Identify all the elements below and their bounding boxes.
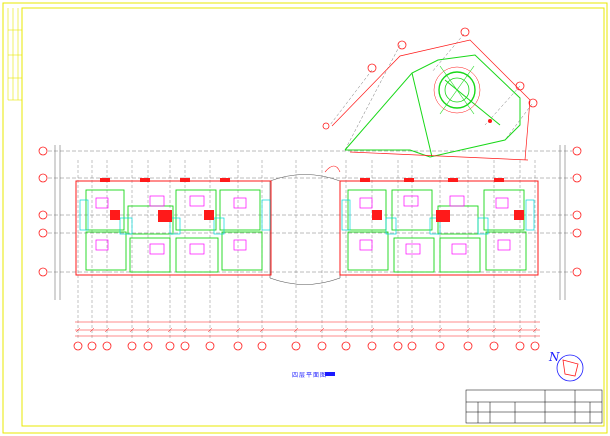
dimension-tick [343,327,349,333]
dimension-lines [75,321,540,337]
north-label: N [549,350,560,364]
axis-bubbles-left [38,146,48,277]
dimension-tick [167,327,173,333]
axis-bubble [367,341,377,351]
dimension-tick [437,327,443,333]
axis-bubble [143,341,153,351]
dimension-tick [491,327,497,333]
round-tower [433,65,492,123]
dimension-tick [532,327,538,333]
dimension-tick [465,327,471,333]
axis-bubble [530,341,540,351]
axis-bubble [407,341,417,351]
axis-bubble [165,341,175,351]
dimension-tick [293,327,299,333]
axis-bubble [87,341,97,351]
diagonal-wing-outline [344,54,521,158]
binding-strip [7,8,22,101]
axis-bubble [127,341,137,351]
dimension-tick [409,327,415,333]
title-block [465,389,603,424]
dimension-tick [207,327,213,333]
central-corridor [269,165,341,285]
horizontal-axis-grid [48,150,572,273]
left-building-block [75,178,272,276]
axis-bubble [73,341,83,351]
axis-bubbles-right [572,146,582,277]
axis-bubble [393,341,403,351]
dimension-tick [395,327,401,333]
axis-bubble [291,341,301,351]
axis-bubble [233,341,243,351]
vertical-axis-grid [77,160,536,340]
dimension-tick [319,327,325,333]
grid-edge-lines [54,145,566,300]
dimension-tick [129,327,135,333]
dimension-tick [104,327,110,333]
dimension-tick [182,327,188,333]
diagonal-wing-walls [331,39,531,161]
diagonal-axis-bubbles [322,27,538,130]
dimension-tick [369,327,375,333]
diagonal-axis-grid [329,33,533,151]
axis-bubbles-bottom [73,341,540,351]
axis-bubble [489,341,499,351]
axis-bubble [435,341,445,351]
plan-title-bar [325,372,335,376]
plan-title: 四层平面图 [292,372,328,379]
dimension-tick [75,327,81,333]
axis-bubble [205,341,215,351]
axis-bubble [317,341,327,351]
dimension-tick [517,327,523,333]
axis-bubble [257,341,267,351]
drawing-frame-inner [21,7,605,427]
axis-bubble [180,341,190,351]
dimension-tick [259,327,265,333]
dimension-ticks [75,327,538,333]
dimension-tick [235,327,241,333]
dimension-tick [145,327,151,333]
dimension-tick [89,327,95,333]
axis-bubble [515,341,525,351]
axis-bubble [341,341,351,351]
north-arrow [556,354,584,382]
axis-bubble [102,341,112,351]
right-building-block [339,178,539,276]
axis-bubble [463,341,473,351]
